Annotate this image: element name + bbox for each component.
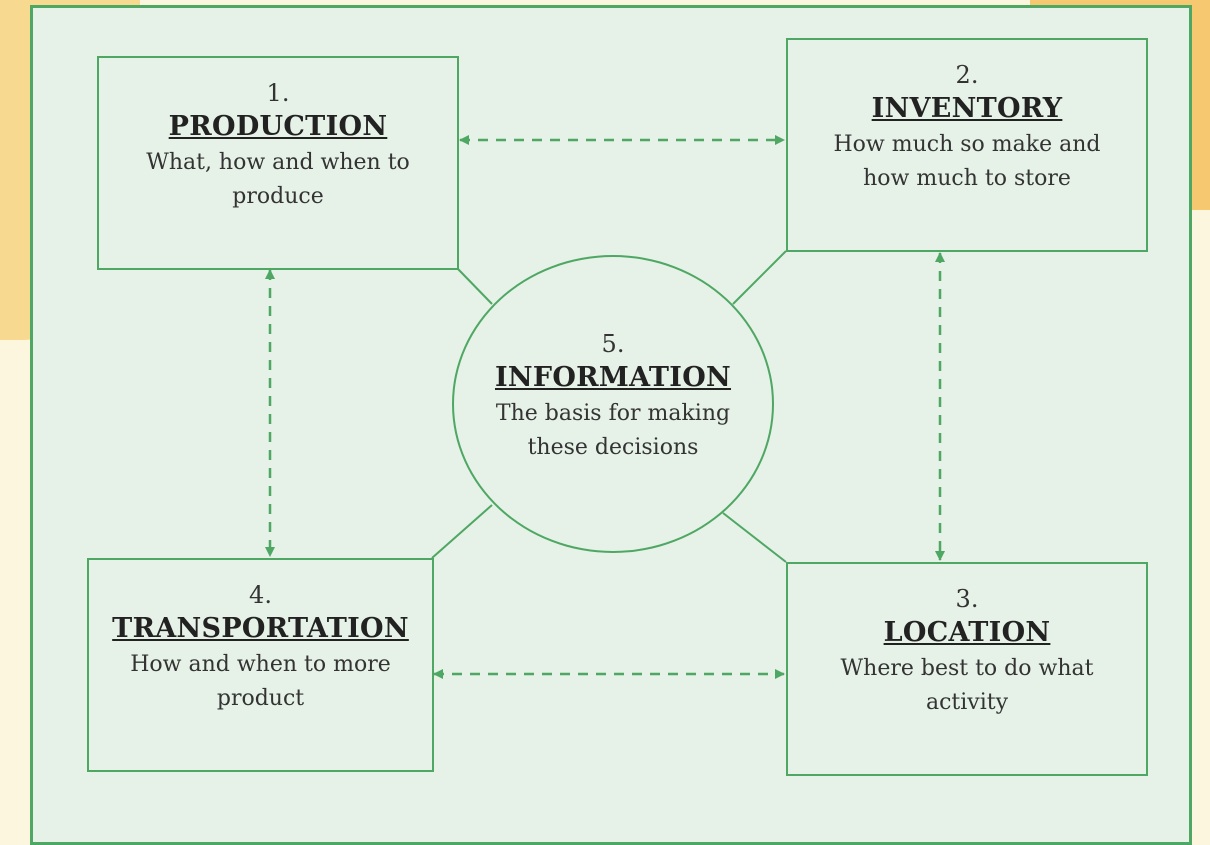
node-description: How and when to more product [130, 652, 391, 711]
node-number: 2. [955, 61, 979, 89]
node-transportation: 4. TRANSPORTATION How and when to more p… [87, 558, 434, 772]
node-title: TRANSPORTATION [112, 613, 409, 644]
spoke-information-inventory [732, 250, 787, 305]
node-location: 3. LOCATION Where best to do what activi… [786, 562, 1148, 776]
node-description: How much so make and how much to store [833, 132, 1101, 191]
node-number: 1. [266, 79, 290, 107]
spoke-information-transportation [431, 504, 493, 559]
node-inventory: 2. INVENTORY How much so make and how mu… [786, 38, 1148, 252]
node-title: INVENTORY [871, 93, 1063, 124]
spoke-information-production [457, 268, 493, 305]
node-information: 5. INFORMATION The basis for making thes… [452, 255, 774, 553]
spoke-information-location [722, 512, 787, 563]
node-title: PRODUCTION [168, 111, 388, 142]
node-production: 1. PRODUCTION What, how and when to prod… [97, 56, 459, 270]
node-number: 5. [601, 330, 625, 358]
node-title: INFORMATION [494, 362, 732, 393]
node-description: Where best to do what activity [840, 656, 1094, 715]
node-description: What, how and when to produce [146, 150, 410, 209]
node-number: 4. [249, 581, 272, 609]
node-title: LOCATION [883, 617, 1051, 648]
node-number: 3. [955, 585, 979, 613]
node-description: The basis for making these decisions [495, 401, 731, 460]
